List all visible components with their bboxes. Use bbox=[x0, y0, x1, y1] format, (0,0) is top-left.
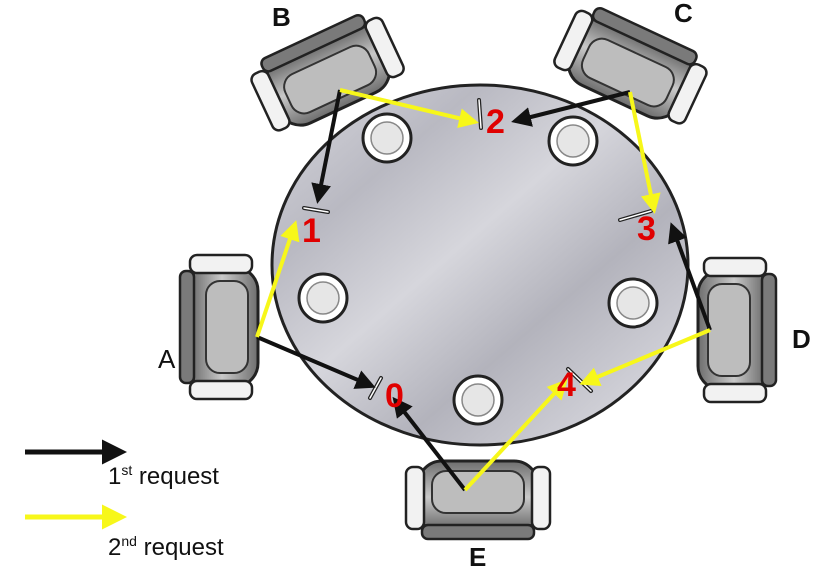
philosopher-label-d: D bbox=[792, 324, 811, 354]
chair-c bbox=[553, 6, 708, 125]
plate bbox=[547, 115, 599, 167]
legend-first-text: request bbox=[132, 463, 219, 490]
fork-number-2: 2 bbox=[486, 103, 505, 141]
philosopher-labels: A B C D E bbox=[158, 0, 811, 572]
arrow-b-to-fork-2-second bbox=[339, 88, 479, 129]
philosopher-label-c: C bbox=[674, 0, 693, 28]
fork-number-3: 3 bbox=[637, 210, 656, 248]
arrow-c-to-fork-3-second bbox=[628, 91, 661, 214]
plate bbox=[297, 272, 349, 324]
chair-d bbox=[696, 256, 778, 404]
plates bbox=[297, 112, 659, 426]
philosopher-label-b: B bbox=[272, 2, 291, 32]
fork-number-1: 1 bbox=[302, 212, 321, 250]
legend-first: 1st request bbox=[108, 462, 219, 491]
fork-labels: 0 1 2 3 4 bbox=[302, 103, 656, 415]
legend-second-prefix: 2 bbox=[108, 534, 122, 561]
fork-number-4: 4 bbox=[557, 366, 576, 404]
legend-second-text: request bbox=[136, 534, 224, 561]
arrow-e-to-fork-0-first bbox=[392, 396, 467, 492]
arrow-d-to-fork-3-first bbox=[668, 222, 712, 331]
arrow-b-to-fork-1-first bbox=[311, 89, 342, 204]
legend-first-sup: st bbox=[121, 462, 133, 478]
arrow-a-to-fork-1-second bbox=[255, 220, 300, 338]
chair-e bbox=[404, 459, 552, 541]
arrow-e-to-fork-4-second bbox=[463, 379, 568, 492]
arrow-c-to-fork-2-first bbox=[511, 90, 631, 127]
philosopher-label-a: A bbox=[158, 344, 176, 374]
arrow-a-to-fork-0-first bbox=[256, 335, 376, 389]
legend-second-sup: nd bbox=[121, 533, 137, 549]
arrow-d-to-fork-4-second bbox=[579, 328, 711, 387]
chairs-layer bbox=[178, 6, 778, 541]
request-arrows bbox=[255, 88, 712, 492]
legend-first-prefix: 1 bbox=[108, 463, 122, 490]
philosopher-label-e: E bbox=[469, 542, 486, 572]
legend-second: 2nd request bbox=[108, 533, 224, 562]
chair-a bbox=[178, 253, 260, 401]
chair-b bbox=[250, 13, 405, 132]
plate bbox=[607, 277, 659, 329]
plate bbox=[361, 112, 413, 164]
fork-number-0: 0 bbox=[385, 377, 404, 415]
plate bbox=[452, 374, 504, 426]
